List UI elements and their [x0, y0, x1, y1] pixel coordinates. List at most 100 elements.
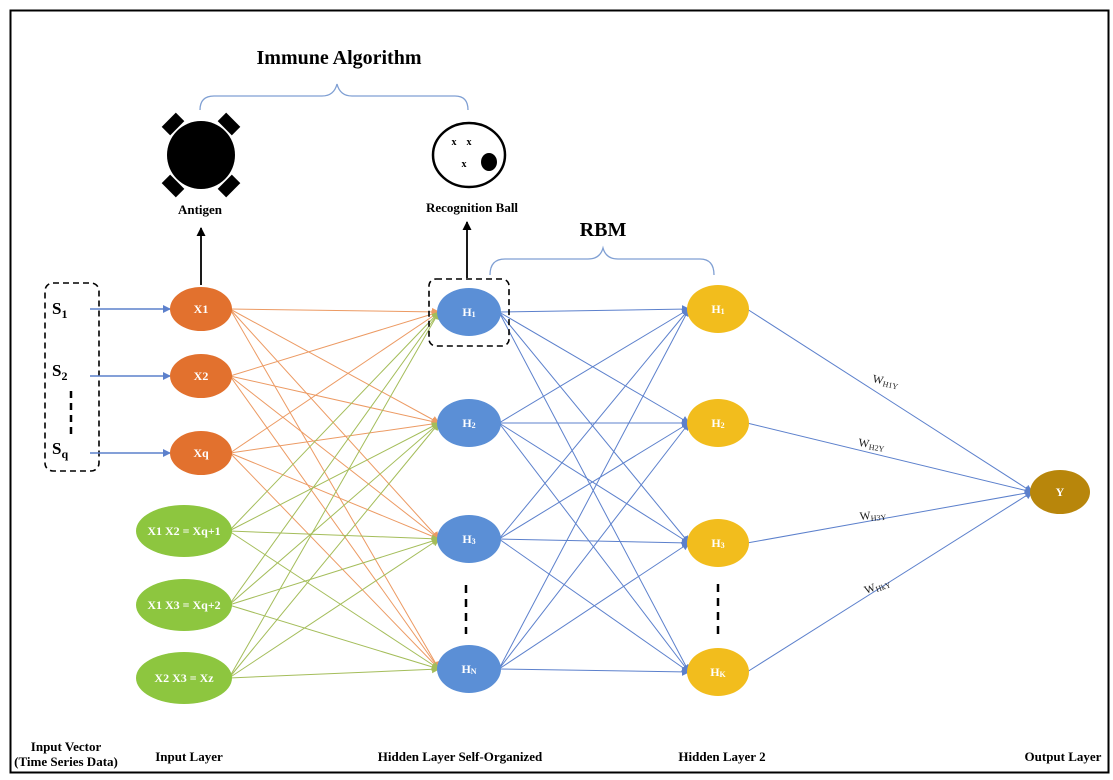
derived-node-3-label: X2 X3 = Xz: [154, 671, 214, 685]
input-edges: [228, 307, 440, 679]
input-node-3: Xq: [170, 431, 232, 475]
input-node-2-label: X2: [194, 369, 209, 383]
input-vector-box: [44, 282, 100, 472]
weight-label-h1y: WH1Y: [871, 373, 900, 391]
immune-algorithm-title: Immune Algorithm: [257, 47, 422, 69]
edge-g3-h4: [228, 665, 440, 679]
edge-g2-h1: [228, 311, 440, 606]
hidden-self-node-3: H3: [437, 515, 501, 563]
hidden-2-node-4-shape: [687, 648, 749, 696]
rbm-title: RBM: [580, 219, 627, 241]
edge-ha4-hb4: [498, 667, 690, 676]
edge-hb2-y: [746, 422, 1033, 495]
edge-ha4-hb3: [498, 542, 690, 670]
input-sq: Sq: [52, 439, 68, 461]
layer-label-hidden-2: Hidden Layer 2: [678, 749, 765, 764]
derived-node-1-shape: [136, 505, 232, 557]
hidden-self-node-3-label: H3: [462, 532, 475, 546]
hidden-2-node-3-label: H3: [711, 536, 724, 550]
edge-ha1-hb2: [498, 311, 690, 424]
edge-x3-h4: [229, 452, 440, 670]
hidden-2-node-4-label: HK: [710, 665, 726, 679]
hidden-2-node-1: H1: [687, 285, 749, 333]
edge-g3-h2: [228, 422, 440, 679]
ball-mark-1: x: [452, 137, 457, 148]
edge-x1-h1: [229, 307, 440, 316]
input-node-2-shape: [170, 354, 232, 398]
output-node-label: Y: [1056, 485, 1065, 499]
edge-x2-h4: [229, 375, 440, 670]
layer-label-output: Output Layer: [1025, 749, 1102, 764]
edge-ha1-hb3: [498, 311, 690, 544]
edge-ha2-hb3: [498, 422, 690, 544]
hidden-2-node-2: H2: [687, 399, 749, 447]
edge-ha3-hb1: [498, 308, 690, 540]
hidden-self-node-1-label: H1: [462, 305, 475, 319]
edge-ha2-hb4: [498, 422, 690, 673]
edge-g2-h4: [228, 604, 440, 671]
recognition-ball-label: Recognition Ball: [426, 200, 518, 215]
edge-ha2-hb1: [498, 308, 690, 424]
recognition-ball-icon: x x x: [431, 121, 507, 189]
output-node: Y: [1030, 470, 1090, 514]
edge-x2-h2: [229, 375, 440, 426]
edge-hb4-y: [746, 491, 1033, 673]
edge-x3-h2: [229, 420, 440, 454]
edge-x3-h3: [229, 452, 440, 541]
hidden-2-node-3-shape: [687, 519, 749, 567]
edge-ha1-hb4: [498, 311, 690, 673]
diagram-frame: [9, 9, 1110, 774]
derived-node-2-shape: [136, 579, 232, 631]
edge-ha3-hb2: [498, 422, 690, 540]
input-node-1-shape: [170, 287, 232, 331]
h1-selection-box: [428, 278, 510, 347]
input-s1: S1: [52, 299, 67, 321]
hidden-2-node-3: H3: [687, 519, 749, 567]
layer-label-input-vector-sub: (Time Series Data): [14, 754, 118, 769]
rbm-bracket: [489, 245, 715, 276]
antigen-icon: [161, 112, 241, 198]
hidden-2-node-1-label: H1: [711, 302, 724, 316]
weight-label-hky: WHkY: [863, 576, 892, 597]
weight-label-h2y: WH2Y: [857, 437, 885, 454]
edge-ha1-hb1: [498, 305, 690, 314]
layer-label-hidden-self: Hidden Layer Self-Organized: [378, 749, 543, 764]
edge-hb3-y: [746, 489, 1033, 544]
derived-node-1-label: X1 X2 = Xq+1: [147, 524, 220, 538]
layer-label-input: Input Layer: [155, 749, 223, 764]
hidden-2-node-4: HK: [687, 648, 749, 696]
input-node-3-shape: [170, 431, 232, 475]
derived-node-2-label: X1 X3 = Xq+2: [147, 598, 220, 612]
hidden-self-node-2-shape: [437, 399, 501, 447]
hidden-self-node-4: HN: [437, 645, 501, 693]
input-s2: S2: [52, 361, 67, 383]
immune-bracket: [199, 83, 469, 111]
edge-x1-h3: [229, 308, 440, 540]
edge-x3-h1: [229, 311, 440, 454]
edge-ha3-hb3: [498, 538, 690, 547]
hidden-2-node-1-shape: [687, 285, 749, 333]
layer-label-input-vector: Input Vector: [31, 739, 102, 754]
edge-g1-h3: [228, 530, 440, 543]
output-edges: [746, 308, 1033, 673]
hidden-edges: [498, 305, 690, 676]
hidden-2-node-2-shape: [687, 399, 749, 447]
input-node-2: X2: [170, 354, 232, 398]
edge-g2-h2: [228, 422, 440, 606]
weight-label-h3y: WH3Y: [859, 509, 887, 524]
ball-mark-2: x: [467, 137, 472, 148]
edge-ha4-hb2: [498, 422, 690, 670]
edge-g1-h4: [228, 530, 440, 670]
edge-g1-h2: [228, 422, 440, 532]
edge-g1-h1: [228, 311, 440, 532]
edge-g3-h3: [228, 538, 440, 679]
hidden-self-node-2-label: H2: [462, 416, 475, 430]
hidden-self-node-3-shape: [437, 515, 501, 563]
hidden-self-node-1: H1: [437, 288, 501, 336]
antigen-label: Antigen: [178, 202, 223, 217]
input-node-1-label: X1: [194, 302, 209, 316]
hidden-2-node-2-label: H2: [711, 416, 724, 430]
edge-g2-h3: [228, 537, 440, 606]
